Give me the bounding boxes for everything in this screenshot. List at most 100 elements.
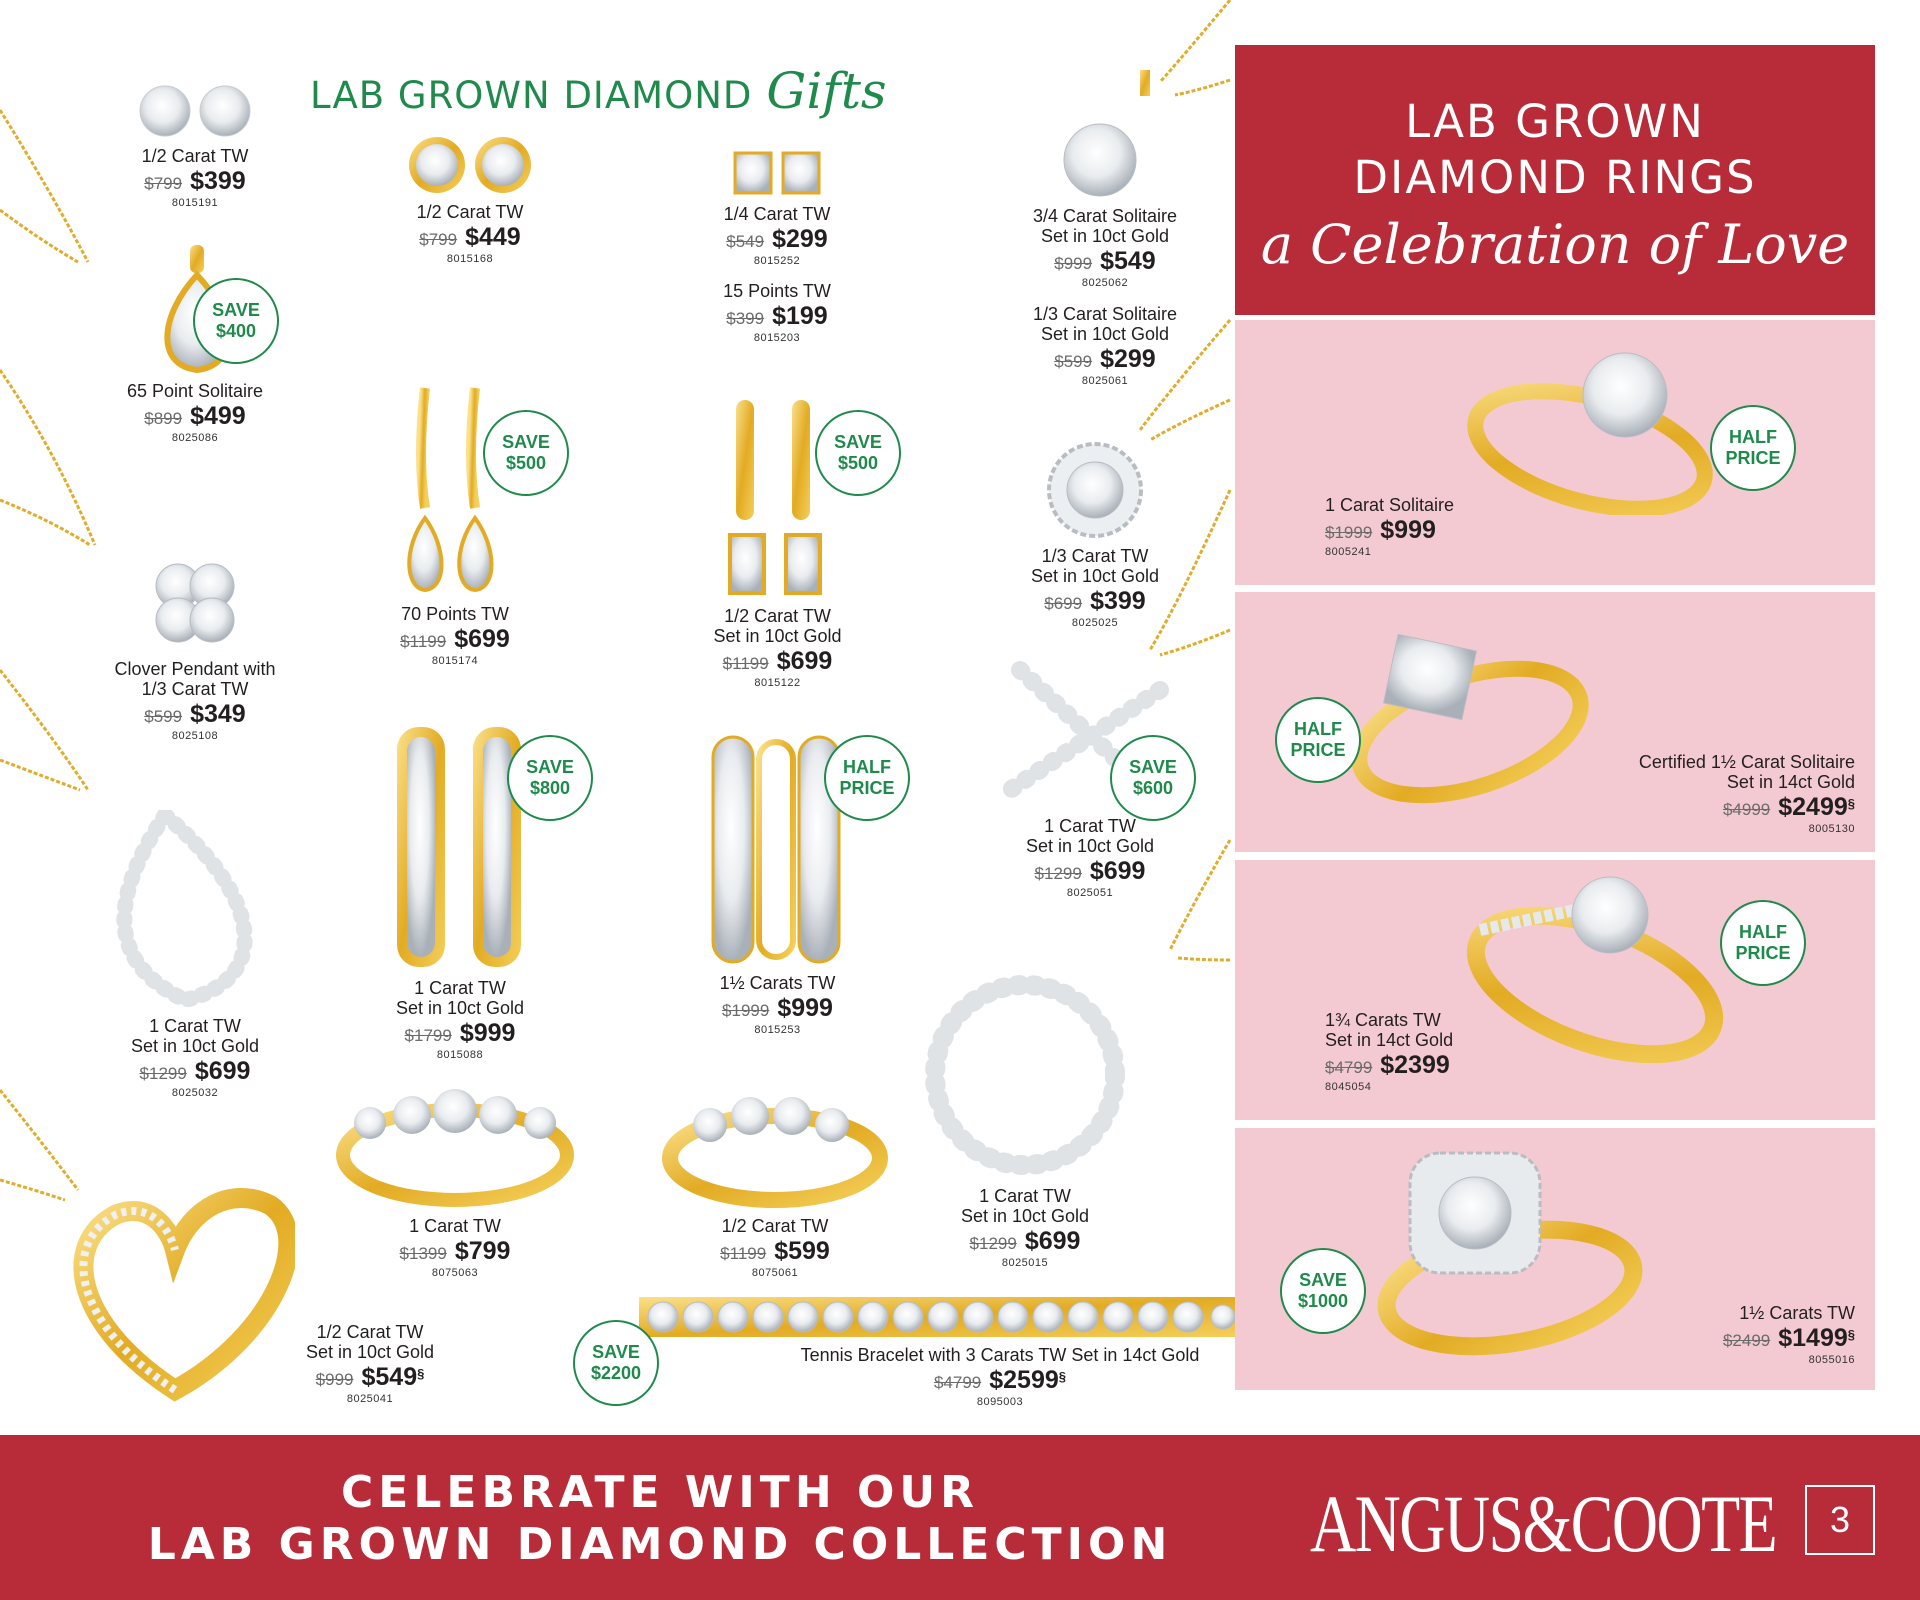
product-bezel-studs[interactable]: 1/2 Carat TW $799 $449 8015168	[385, 134, 555, 265]
open-pear-pendant-image	[116, 810, 253, 1009]
was-price: $4799	[933, 1373, 982, 1393]
stud-earrings-image	[139, 85, 251, 137]
now-price: $999	[1380, 516, 1436, 545]
now-price: $999	[777, 994, 833, 1023]
product-code: 8095003	[976, 1396, 1024, 1409]
shoulder-set-ring-image	[1466, 876, 1724, 1064]
was-price: $549	[726, 232, 765, 252]
product-hoop-emerald-drops[interactable]: 1/2 Carat TW Set in 10ct Gold $1199$699 …	[690, 390, 865, 690]
product-cross-pendant[interactable]: 1 Carat TW Set in 10ct Gold $1299 $699 80…	[925, 660, 1255, 900]
was-price: $1299	[139, 1064, 187, 1084]
necklace-chains	[0, 0, 1232, 1202]
product-half-eternity-ring[interactable]: 1/2 Carat TW $1199$599 8075061	[640, 1090, 910, 1279]
now-price: $399	[1090, 587, 1146, 616]
product-code: 8015088	[436, 1049, 484, 1062]
was-price: $1999	[722, 1001, 770, 1021]
panel-title-script: a Celebration of Love	[1260, 213, 1850, 276]
product-15-points[interactable]: 15 Points TW $399$199 8015203	[692, 281, 862, 344]
conditions-mark: §	[1058, 1369, 1067, 1385]
product-code: 8005130	[1808, 823, 1855, 836]
brand-logo[interactable]: ANGUS&COOTE	[1310, 1478, 1778, 1569]
was-price: $1299	[1034, 864, 1082, 884]
product-code: 8045054	[1325, 1081, 1372, 1094]
product-code: 8015168	[446, 253, 494, 266]
page-number: 3	[1805, 1485, 1875, 1555]
channel-hoop-earrings-image	[397, 727, 521, 967]
product-code: 8015253	[754, 1024, 801, 1037]
product-code: 8025051	[1066, 887, 1114, 900]
now-price: $499	[190, 402, 246, 431]
product-stud-earrings-half-carat[interactable]: 1/2 Carat TW $799$399 8015191	[110, 82, 280, 209]
was-price: $999	[1054, 254, 1093, 274]
tennis-bracelet-image	[639, 1297, 1235, 1337]
product-five-stone-ring[interactable]: 1 Carat TW $1399$799 8075063	[320, 1085, 590, 1279]
bezel-earrings-image	[409, 137, 531, 193]
solitaire-ring-image	[1467, 352, 1713, 515]
product-code: 8015191	[171, 197, 219, 210]
save-badge: SAVE$400	[193, 278, 279, 364]
product-description: 1½ Carats TW	[1739, 1303, 1855, 1323]
product-description: 15 Points TW	[723, 281, 831, 301]
product-heart-pendant[interactable]: 1/2 Carat TW Set in 10ct Gold $999$549§ …	[290, 1322, 450, 1406]
was-price: $4999	[1722, 800, 1771, 820]
was-price: $899	[144, 409, 183, 429]
product-description: 1/2 Carat TW Set in 10ct Gold	[305, 1322, 435, 1363]
save-badge: SAVE$500	[483, 410, 569, 496]
panel-title-line1: LAB GROWN	[1405, 95, 1705, 148]
was-price: $1199	[400, 632, 447, 652]
heading-main: LAB GROWN DIAMOND	[310, 74, 753, 117]
product-code: 8015174	[431, 655, 479, 668]
was-price: $1199	[720, 1244, 767, 1264]
princess-earrings-image	[733, 151, 821, 195]
half-eternity-ring-image	[662, 1097, 888, 1208]
product-circle-pendant[interactable]: 1 Carat TW Set in 10ct Gold $1299$699 80…	[910, 970, 1140, 1270]
product-description: 1/2 Carat TW	[416, 202, 524, 222]
product-description: Tennis Bracelet with 3 Carats TW Set in …	[800, 1345, 1200, 1365]
ring-info: 1½ Carats TW $2499$1499§ 8055016	[1625, 1303, 1855, 1366]
panel-title-line2: DIAMOND RINGS	[1353, 151, 1757, 204]
was-price: $399	[726, 309, 765, 329]
product-channel-hoops[interactable]: 1 Carat TW Set in 10ct Gold $1799$999 80…	[370, 722, 550, 1062]
footer-banner: CELEBRATE WITH OUR LAB GROWN DIAMOND COL…	[0, 1435, 1920, 1600]
product-description: 1 Carat TW Set in 10ct Gold	[1025, 816, 1155, 857]
now-price: $799	[454, 1237, 511, 1266]
product-halo-pendant[interactable]: 1/3 Carat TW Set in 10ct Gold $699$399 8…	[1000, 430, 1190, 630]
product-pear-drop-earrings[interactable]: 70 Points TW $1199$699 8015174	[370, 378, 540, 667]
product-princess-studs[interactable]: 1/4 Carat TW $549$299 8015252	[692, 148, 862, 267]
product-code: 8075063	[431, 1267, 479, 1280]
now-price: $699	[1089, 857, 1146, 886]
product-code: 8015122	[754, 677, 801, 690]
footer-line1: CELEBRATE WITH OUR	[341, 1467, 979, 1518]
product-code: 8055016	[1808, 1354, 1855, 1367]
product-code: 8025015	[1001, 1257, 1049, 1270]
was-price: $799	[419, 230, 458, 250]
now-price: $449	[465, 223, 521, 252]
ring-card-cluster[interactable]: SAVE$1000 1½ Carats TW $2499$1499§ 80550…	[1235, 1128, 1875, 1390]
product-description: Clover Pendant with 1/3 Carat TW	[114, 659, 276, 700]
solitaire-pendant-image	[1063, 70, 1150, 197]
product-tennis-bracelet[interactable]: Tennis Bracelet with 3 Carats TW Set in …	[780, 1345, 1220, 1408]
product-description: 1/2 Carat TW	[721, 1216, 829, 1236]
product-description: 1 Carat TW Set in 10ct Gold	[130, 1016, 260, 1057]
save-badge: SAVE$500	[815, 410, 901, 496]
product-solitaire-pendant-3-4[interactable]: 3/4 Carat Solitaire Set in 10ct Gold $99…	[1010, 70, 1200, 290]
product-open-pear-pendant[interactable]: 1 Carat TW Set in 10ct Gold $1299$699 80…	[85, 810, 305, 1100]
save-badge: SAVE$800	[507, 735, 593, 821]
product-description: 1 Carat TW	[409, 1216, 501, 1236]
now-price: $2599	[989, 1366, 1059, 1395]
product-description: 1¾ Carats TW Set in 14ct Gold	[1325, 1010, 1454, 1051]
product-description: 1 Carat Solitaire	[1325, 495, 1455, 515]
product-clover-pendant[interactable]: Clover Pendant with 1/3 Carat TW $599$34…	[95, 548, 295, 743]
rings-panel-header: LAB GROWN DIAMOND RINGS a Celebration of…	[1235, 45, 1875, 315]
product-solitaire-pendant-1-3[interactable]: 1/3 Carat Solitaire Set in 10ct Gold $59…	[1010, 304, 1200, 388]
now-price: $549	[1100, 247, 1156, 276]
conditions-mark: §	[417, 1366, 425, 1382]
now-price: $1499	[1778, 1324, 1848, 1353]
conditions-mark: §	[1847, 1327, 1855, 1343]
